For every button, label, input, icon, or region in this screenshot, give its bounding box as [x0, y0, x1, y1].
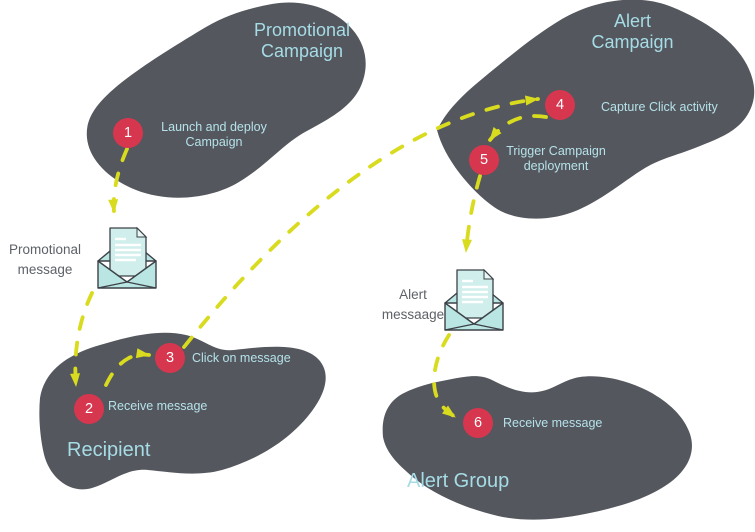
- step-4-number: 4: [555, 97, 565, 113]
- arrow-launch-to-promotional-message: [108, 147, 129, 214]
- step-1-label: Launch and deploy Campaign: [161, 120, 267, 149]
- step-3-label: Click on message: [192, 351, 291, 365]
- promotional-message-label: Promotional message: [8, 242, 82, 277]
- step-6-number: 6: [473, 415, 483, 431]
- step-5-label: Trigger Campaign deployment: [506, 144, 606, 173]
- step-5-number: 5: [479, 152, 489, 168]
- step-6-badge: 6: [463, 408, 493, 438]
- blob-recipient: [39, 332, 326, 490]
- step-6-label: Receive message: [503, 416, 603, 430]
- step-2-label: Receive message: [108, 399, 208, 413]
- step-5-badge: 5: [469, 145, 499, 175]
- step-2-badge: 2: [74, 394, 104, 424]
- arrow-trigger-to-alert-message: [462, 174, 482, 254]
- step-4-badge: 4: [545, 90, 575, 120]
- step-2-number: 2: [84, 401, 94, 417]
- blob-promotional-campaign: [86, 2, 366, 198]
- step-1-number: 1: [123, 125, 133, 141]
- arrow-capture-to-trigger: [488, 114, 548, 142]
- arrow-click-to-capture: [182, 95, 540, 349]
- blob-alert-campaign: [437, 0, 755, 219]
- recipient-title: Recipient: [67, 439, 151, 461]
- step-3-badge: 3: [155, 343, 185, 373]
- blob-alert-group: [382, 376, 692, 520]
- step-4-label: Capture Click activity: [601, 100, 718, 114]
- step-3-number: 3: [165, 350, 175, 366]
- promotional-campaign-title: Promotional Campaign: [253, 20, 351, 61]
- arrow-promotional-message-to-receive: [70, 291, 94, 388]
- step-1-badge: 1: [113, 118, 143, 148]
- arrow-receive-to-click: [104, 348, 151, 387]
- alert-message-label: Alert messaage: [381, 287, 445, 322]
- alert-campaign-title: Alert Campaign: [591, 11, 674, 52]
- blob-group: [39, 0, 755, 520]
- alert-group-title: Alert Group: [407, 470, 510, 492]
- promotional-envelope-icon: [96, 226, 158, 290]
- arrow-group: [70, 95, 548, 419]
- arrow-alert-message-to-receive: [432, 333, 457, 419]
